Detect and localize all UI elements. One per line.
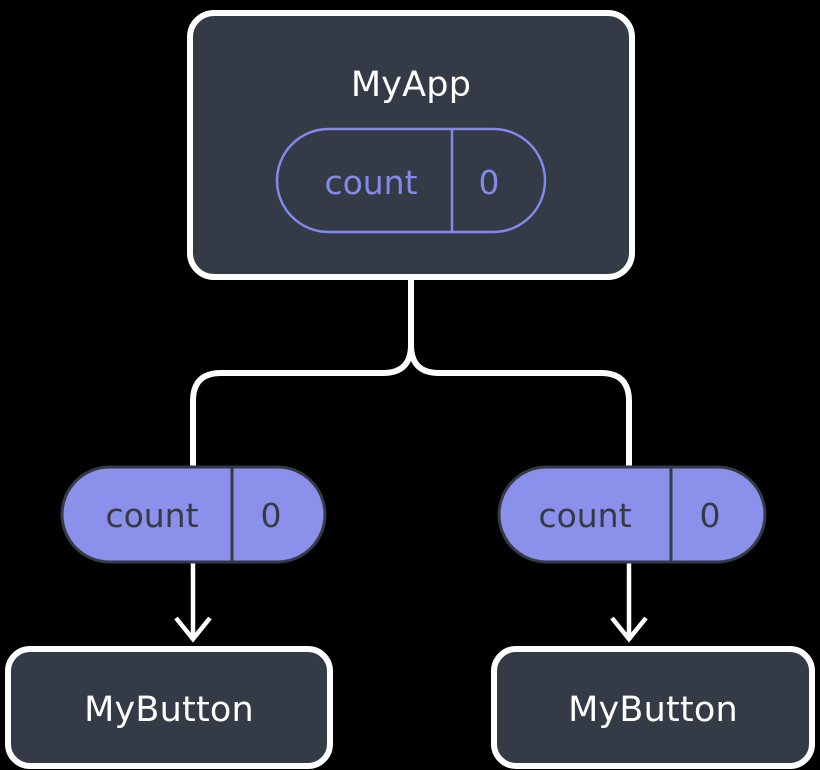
arrow-left-head-icon: [174, 616, 212, 643]
edge-group: [190, 275, 632, 473]
state-pill-right-value: 0: [700, 496, 721, 535]
edge-root-to-right-pill: [436, 370, 632, 473]
edge-root-to-left-pill: [190, 370, 386, 473]
node-mybutton-left-label: MyButton: [84, 690, 254, 730]
node-mybutton-left[interactable]: MyButton: [5, 646, 333, 769]
node-myapp-box[interactable]: [187, 10, 635, 280]
state-pill-root-body[interactable]: [275, 127, 547, 234]
node-mybutton-right[interactable]: MyButton: [491, 646, 815, 769]
state-pill-right-body[interactable]: [497, 465, 767, 564]
state-pill-left-key: count: [105, 496, 198, 535]
state-pill-root-key: count: [324, 163, 417, 202]
state-pill-right[interactable]: count 0: [497, 465, 767, 564]
arrow-right-head-icon: [610, 616, 648, 643]
state-pill-left-body[interactable]: [60, 465, 327, 564]
state-pill-root-value: 0: [479, 163, 500, 202]
state-pill-root[interactable]: count 0: [275, 127, 547, 234]
arrow-group: [174, 560, 648, 643]
node-mybutton-right-label: MyButton: [568, 690, 738, 730]
edge-root-trunk: [380, 275, 414, 376]
state-pill-right-key: count: [538, 496, 631, 535]
edge-root-trunk-right: [408, 342, 442, 376]
state-pill-left-value: 0: [261, 496, 282, 535]
node-mybutton-left-box[interactable]: [5, 646, 333, 769]
node-myapp[interactable]: MyApp count 0: [187, 10, 635, 280]
node-mybutton-right-box[interactable]: [491, 646, 815, 769]
node-myapp-label: MyApp: [351, 65, 471, 105]
state-pill-left[interactable]: count 0: [60, 465, 327, 564]
